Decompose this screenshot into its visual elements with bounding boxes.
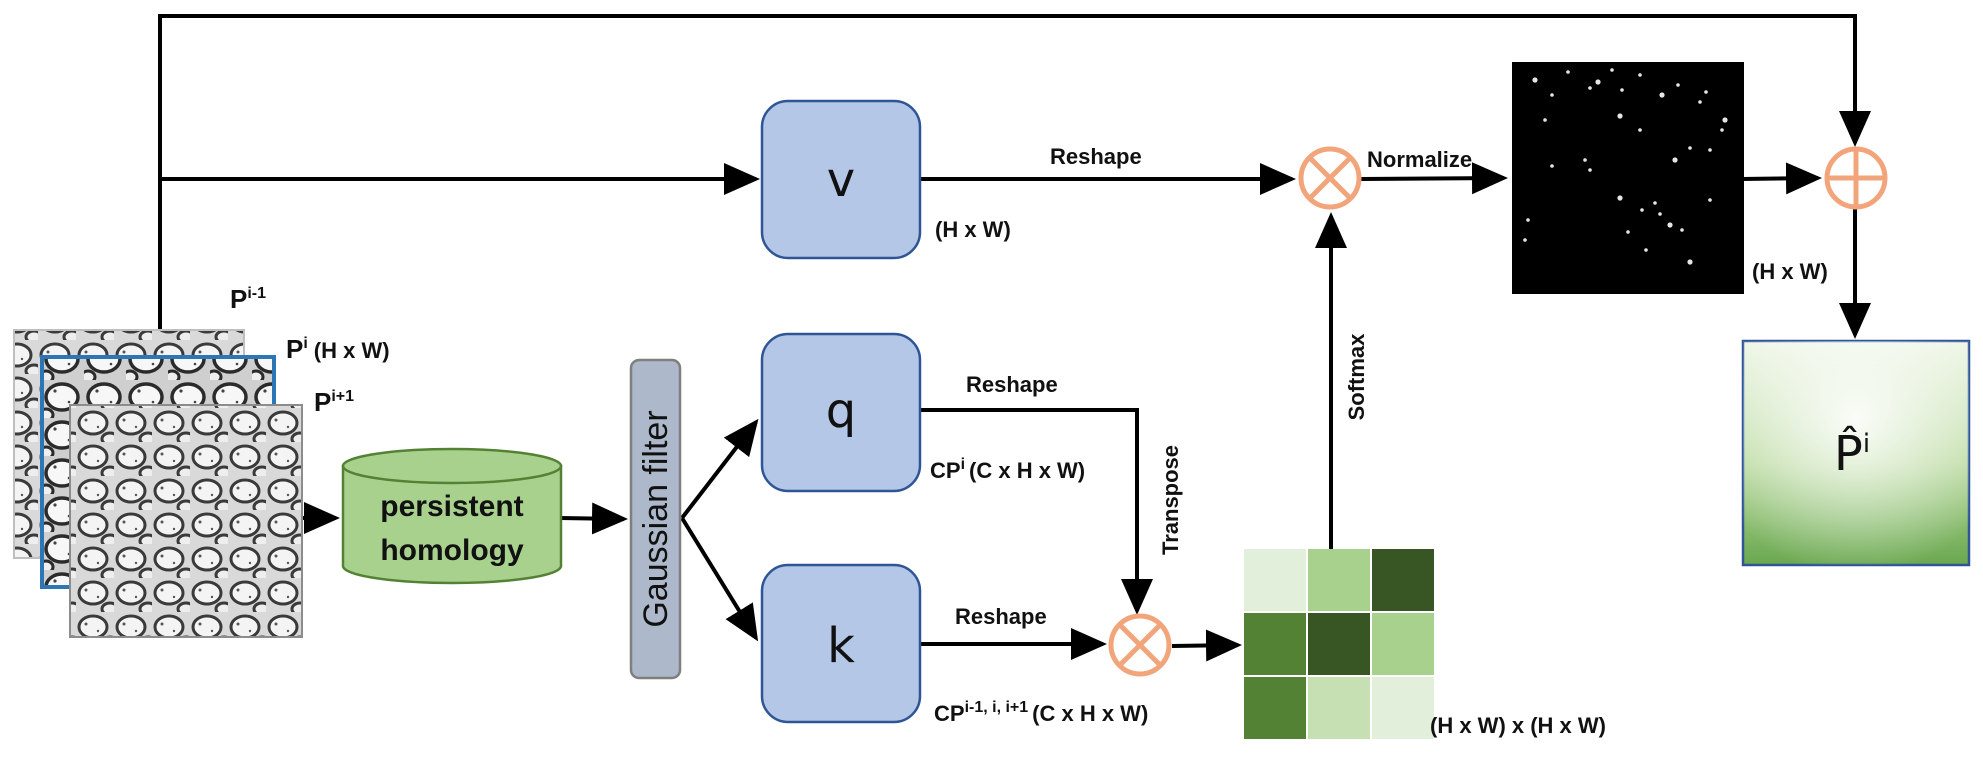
map-dot xyxy=(1523,238,1527,242)
q-cp-label: CPi(C x H x W) xyxy=(930,456,1085,483)
input-slices xyxy=(13,329,303,638)
multiply-operator-bottom xyxy=(1108,613,1172,677)
map-dot xyxy=(1708,198,1712,202)
matrix-cell xyxy=(1308,549,1370,611)
map-dot xyxy=(1680,228,1684,232)
matrix-cell xyxy=(1244,549,1306,611)
map-dot xyxy=(1638,128,1642,132)
map-dot xyxy=(1550,93,1554,97)
normalize-label: Normalize xyxy=(1367,147,1472,172)
map-dot xyxy=(1720,128,1724,132)
q-box-label: q xyxy=(826,383,856,439)
map-dot xyxy=(1698,100,1702,104)
output-block xyxy=(1741,339,1971,567)
q-box xyxy=(760,332,922,493)
map-dot xyxy=(1617,195,1623,201)
matrix-cell xyxy=(1372,549,1434,611)
matrix-cell xyxy=(1244,677,1306,739)
connection-lines xyxy=(158,14,1871,662)
map-dot xyxy=(1687,259,1693,265)
matrix-cell xyxy=(1372,677,1434,739)
multiply-to-map-arrow xyxy=(1360,162,1508,195)
q-reshape-label: Reshape xyxy=(966,372,1058,397)
map-dot xyxy=(1550,164,1554,168)
map-dot xyxy=(1543,118,1547,122)
v-box-label: v xyxy=(827,152,855,208)
v-reshape-label: Reshape xyxy=(1050,144,1142,169)
map-dot xyxy=(1588,86,1592,90)
k-reshape-label: Reshape xyxy=(955,604,1047,629)
map-dot xyxy=(1583,158,1587,162)
map-dot xyxy=(1566,70,1570,74)
ph-to-gaussian-arrow xyxy=(558,502,628,535)
slice-next xyxy=(69,404,303,638)
matrix-cell xyxy=(1308,677,1370,739)
k-cp-label: CPi-1, i, i+1(C x H x W) xyxy=(934,699,1148,726)
gaussian-to-q-arrow xyxy=(680,418,759,520)
skip-connection-line xyxy=(158,14,1871,330)
persistent-homology-cylinder xyxy=(341,447,563,585)
gaussian-to-k-arrow xyxy=(680,516,759,642)
matrix-dims-label: (H x W) x (H x W) xyxy=(1430,713,1606,738)
map-dot xyxy=(1617,113,1623,119)
map-dot xyxy=(1620,88,1624,92)
map-dot xyxy=(1676,83,1680,87)
map-dot xyxy=(1626,230,1630,234)
map-dot xyxy=(1704,90,1708,94)
map-to-add-arrow xyxy=(1741,162,1822,195)
map-dot xyxy=(1708,148,1712,152)
map-dot xyxy=(1659,92,1665,98)
v-dims-label: (H x W) xyxy=(935,217,1011,242)
map-dot xyxy=(1595,79,1601,85)
k-box-label: k xyxy=(827,618,855,674)
output-label: P̂i xyxy=(1834,424,1870,482)
map-dot xyxy=(1644,248,1648,252)
ph-label-line2: homology xyxy=(380,534,524,567)
softmax-label: Softmax xyxy=(1344,333,1369,421)
add-operator xyxy=(1824,146,1888,210)
map-dims-label: (H x W) xyxy=(1752,259,1828,284)
gaussian-filter-label: Gaussian filter xyxy=(637,410,675,627)
normalized-attention-map xyxy=(1512,62,1744,294)
k-box xyxy=(760,563,922,724)
map-dot xyxy=(1667,222,1673,228)
slice-next-label: Pi+1 xyxy=(314,387,354,417)
multiply-operator-top xyxy=(1298,146,1362,210)
matrix-cell xyxy=(1244,613,1306,675)
v-box xyxy=(760,99,922,260)
map-dot xyxy=(1722,117,1728,123)
map-dot xyxy=(1588,168,1592,172)
ph-label-line1: persistent xyxy=(380,490,523,523)
transpose-label: Transpose xyxy=(1158,445,1183,555)
map-dot xyxy=(1532,77,1538,83)
multiply-to-matrix-arrow xyxy=(1171,629,1242,662)
map-dot xyxy=(1610,68,1614,72)
matrix-cell xyxy=(1308,613,1370,675)
attention-matrix xyxy=(1244,549,1434,739)
slice-prev-label: Pi-1 xyxy=(230,284,266,314)
gaussian-filter-block xyxy=(629,358,682,680)
map-dot xyxy=(1658,212,1662,216)
map-dot xyxy=(1638,73,1642,77)
map-dot xyxy=(1653,201,1657,205)
map-dot xyxy=(1526,218,1530,222)
map-dot xyxy=(1640,208,1644,212)
map-dot xyxy=(1688,146,1692,150)
q-transpose-arrow xyxy=(918,408,1153,615)
matrix-cell xyxy=(1372,613,1434,675)
map-dot xyxy=(1672,157,1678,163)
slice-current-label: Pi(H x W) xyxy=(286,334,390,364)
